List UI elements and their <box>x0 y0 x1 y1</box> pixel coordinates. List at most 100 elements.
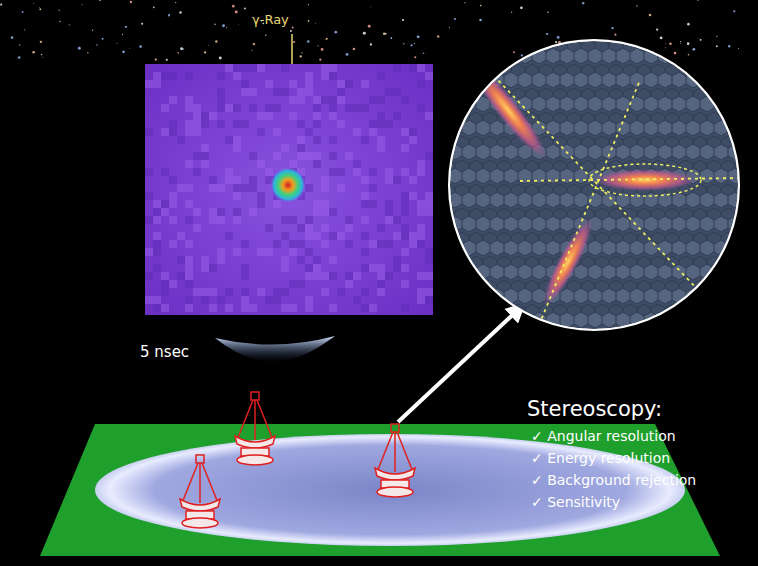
star <box>555 41 557 43</box>
camera-pixel <box>321 176 329 184</box>
camera-pixel <box>321 64 329 72</box>
star <box>166 59 168 61</box>
camera-pixel <box>305 216 313 224</box>
camera-pixel <box>193 208 201 216</box>
camera-pixel <box>425 152 433 160</box>
camera-pixel <box>257 160 265 168</box>
telescopes <box>180 392 415 528</box>
camera-pixel <box>225 168 233 176</box>
camera-pixel <box>401 264 409 272</box>
star <box>265 34 267 36</box>
star <box>102 38 104 40</box>
camera-pixel <box>193 152 201 160</box>
camera-pixel <box>233 192 241 200</box>
camera-pixel <box>289 248 297 256</box>
star <box>40 41 42 43</box>
camera-pixel <box>281 256 289 264</box>
camera-pixel <box>289 96 297 104</box>
camera-pixel <box>217 184 225 192</box>
star <box>141 23 143 25</box>
star <box>308 4 309 5</box>
star <box>698 37 700 39</box>
camera-pixel <box>225 104 233 112</box>
camera-pixel <box>305 72 313 80</box>
shower-image <box>593 169 697 191</box>
camera-pixel <box>217 296 225 304</box>
camera-pixel <box>321 96 329 104</box>
star <box>122 34 123 35</box>
camera-pixel <box>217 104 225 112</box>
star <box>153 6 155 8</box>
camera-pixel <box>417 224 425 232</box>
camera-pixel <box>321 208 329 216</box>
list-item: ✓ Energy resolution <box>531 450 670 467</box>
camera-pixel <box>393 112 401 120</box>
camera-pixel <box>145 192 153 200</box>
camera-pixel <box>385 120 393 128</box>
star <box>716 36 717 37</box>
camera-pixel <box>401 192 409 200</box>
image-axis <box>520 178 740 181</box>
camera-pixel <box>153 72 161 80</box>
shower-image <box>461 54 555 165</box>
star <box>479 19 482 22</box>
camera-pixel <box>249 88 257 96</box>
star <box>693 48 696 51</box>
camera-pixel <box>313 160 321 168</box>
camera-pixel <box>185 72 193 80</box>
camera-pixel <box>153 304 161 312</box>
camera-pixel <box>185 280 193 288</box>
camera-pixel <box>225 64 233 72</box>
camera-pixel <box>185 296 193 304</box>
camera-pixel <box>361 104 369 112</box>
camera-pixel <box>201 160 209 168</box>
camera-pixel <box>217 120 225 128</box>
camera-pixel <box>345 280 353 288</box>
star <box>301 52 302 53</box>
camera-pixel <box>361 216 369 224</box>
camera-pixel <box>161 288 169 296</box>
camera-pixel <box>161 104 169 112</box>
camera-pixel <box>193 168 201 176</box>
camera-pixel <box>425 72 433 80</box>
camera-pixel <box>337 88 345 96</box>
camera-pixel <box>217 248 225 256</box>
star <box>614 34 616 36</box>
camera-pixel <box>185 240 193 248</box>
camera-pixel <box>401 128 409 136</box>
star <box>547 11 548 12</box>
camera-pixel <box>345 272 353 280</box>
camera-pixel <box>369 304 377 312</box>
camera-pixel <box>393 64 401 72</box>
camera-pixel <box>233 144 241 152</box>
camera-pixel <box>249 304 257 312</box>
camera-pixel <box>193 224 201 232</box>
star <box>665 47 666 48</box>
camera-pixel <box>417 240 425 248</box>
star <box>636 5 637 6</box>
camera-pixel <box>337 232 345 240</box>
camera-pixel <box>185 184 193 192</box>
camera-pixel <box>281 232 289 240</box>
camera-pixel <box>305 272 313 280</box>
star <box>155 58 157 60</box>
camera-pixel <box>145 128 153 136</box>
camera-pixel <box>281 264 289 272</box>
camera-pixel <box>385 88 393 96</box>
camera-pixel <box>249 104 257 112</box>
camera-pixel <box>385 216 393 224</box>
star <box>33 3 34 4</box>
camera-pixel <box>329 72 337 80</box>
camera-pixel <box>305 80 313 88</box>
star <box>687 23 690 26</box>
camera-pixel <box>265 224 273 232</box>
camera-pixel <box>409 176 417 184</box>
camera-pixel <box>313 120 321 128</box>
camera-pixel <box>153 296 161 304</box>
star <box>520 6 523 9</box>
star <box>11 36 14 39</box>
camera-pixel <box>185 128 193 136</box>
camera-pixel <box>297 240 305 248</box>
camera-pixel <box>241 304 249 312</box>
